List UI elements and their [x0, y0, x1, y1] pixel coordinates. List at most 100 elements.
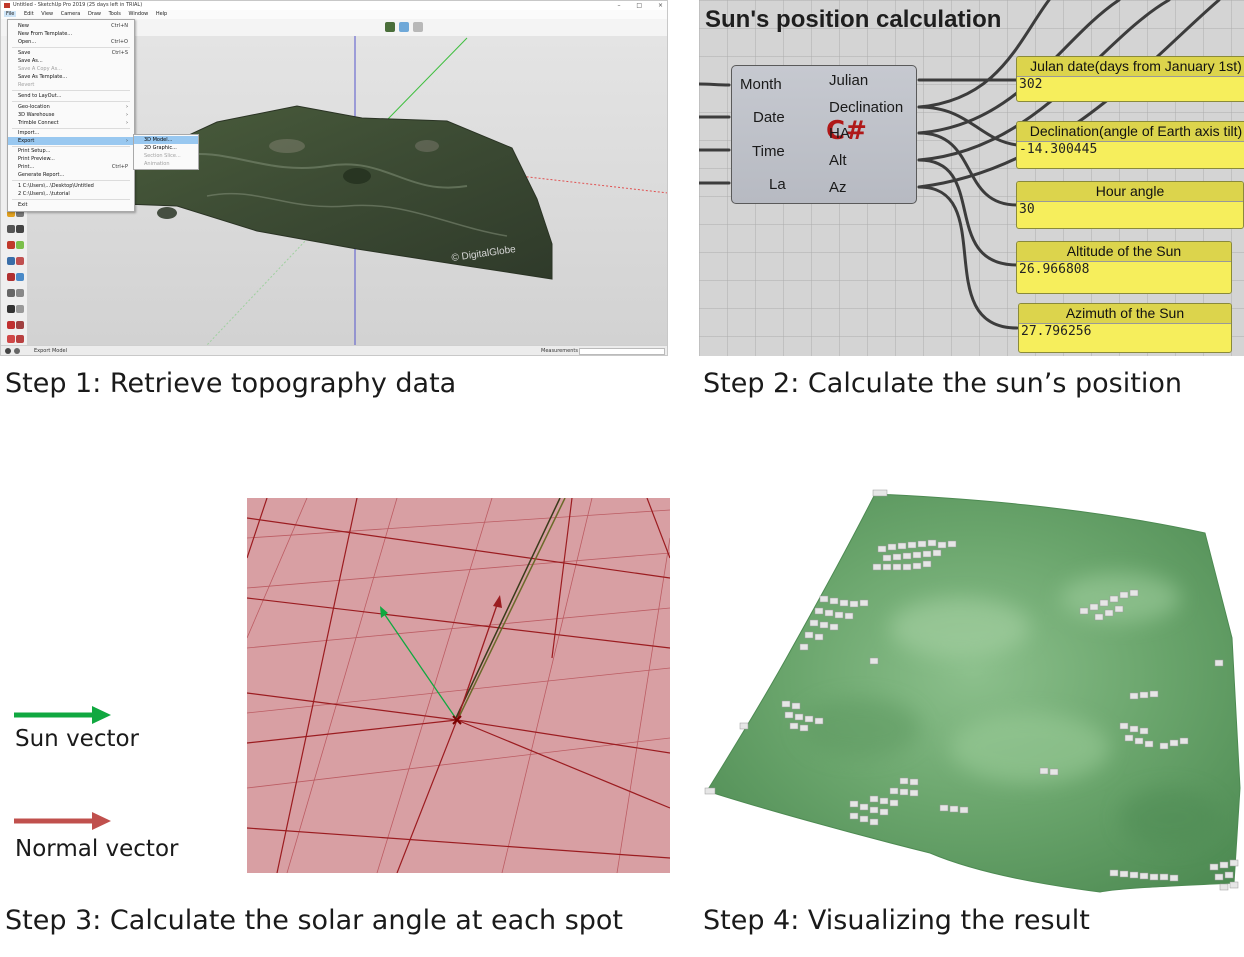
menu-item-recent-1[interactable]: 1 C:\Users\...\Desktop\Untitled	[18, 183, 94, 189]
smoove-icon[interactable]	[16, 335, 24, 343]
minimize-button[interactable]: –	[617, 2, 621, 9]
extension-icon[interactable]	[413, 22, 423, 32]
csharp-icon: C#	[826, 116, 867, 146]
menu-camera[interactable]: Camera	[60, 11, 81, 17]
menu-item-export[interactable]: Export›	[8, 137, 134, 145]
panel-hour-angle[interactable]: Hour angle 30	[1016, 181, 1244, 229]
panel-azimuth[interactable]: Azimuth of the Sun 27.796256	[1018, 303, 1232, 353]
position-camera-icon[interactable]	[16, 273, 24, 281]
menu-item-recent-2[interactable]: 2 C:\Users\...\tutorial	[18, 191, 70, 197]
menu-help[interactable]: Help	[155, 11, 168, 17]
stamp-icon[interactable]	[7, 335, 15, 343]
close-button[interactable]: ×	[657, 2, 663, 9]
drape-icon[interactable]	[16, 321, 24, 329]
input-wire	[699, 82, 731, 87]
menu-item-3d-warehouse[interactable]: 3D Warehouse›	[18, 112, 128, 118]
result-visualization	[700, 488, 1244, 900]
status-help-icon[interactable]	[14, 348, 20, 354]
output-ha[interactable]: HA	[829, 125, 850, 142]
legend-arrowhead	[92, 706, 111, 724]
building	[1129, 692, 1139, 700]
building	[889, 799, 899, 807]
menu-item-trimble-connect[interactable]: Trimble Connect›	[18, 120, 128, 126]
menu-item-save-as-template[interactable]: Save As Template...	[18, 74, 68, 80]
panel-value: 26.966808	[1019, 262, 1090, 277]
input-time[interactable]: Time	[752, 143, 785, 160]
grid-line	[286, 498, 398, 873]
orbit-icon[interactable]	[7, 241, 15, 249]
menu-item-open[interactable]: Open...Ctrl+O	[18, 39, 128, 45]
menu-window[interactable]: Window	[128, 11, 149, 17]
normal-vector-legend-arrow	[14, 812, 111, 830]
menu-item-new-from-template[interactable]: New From Template...	[18, 31, 73, 37]
pencil-icon[interactable]	[7, 209, 15, 217]
building	[859, 815, 869, 823]
menu-edit[interactable]: Edit	[23, 11, 34, 17]
menu-item-print-preview[interactable]: Print Preview...	[18, 156, 55, 162]
zoom-extents-icon[interactable]	[7, 273, 15, 281]
zoom-window-icon[interactable]	[16, 257, 24, 265]
building	[804, 715, 814, 723]
panel-declination[interactable]: Declination(angle of Earth axis tilt) -1…	[1016, 121, 1244, 169]
look-around-icon[interactable]	[16, 289, 24, 297]
status-info-icon[interactable]	[5, 348, 11, 354]
building	[1129, 725, 1139, 733]
mesh-line	[646, 498, 670, 559]
3d-warehouse-icon[interactable]	[399, 22, 409, 32]
menu-item-generate-report[interactable]: Generate Report...	[18, 172, 65, 178]
status-bar: Export Model Measurements	[1, 345, 667, 355]
building	[819, 595, 829, 603]
walk-icon[interactable]	[7, 289, 15, 297]
az-wire	[917, 185, 1019, 330]
panel-julian-date[interactable]: Julan date(days from January 1st) 302	[1016, 56, 1244, 102]
output-alt[interactable]: Alt	[829, 152, 847, 169]
submenu-item-2d-graphic[interactable]: 2D Graphic...	[144, 145, 177, 151]
output-declination[interactable]: Declination	[829, 99, 904, 116]
move-icon[interactable]	[7, 225, 15, 233]
maximize-button[interactable]: □	[636, 2, 643, 9]
menu-item-save-as[interactable]: Save As...	[18, 58, 43, 64]
menu-view[interactable]: View	[41, 11, 54, 17]
menu-draw[interactable]: Draw	[87, 11, 101, 17]
measurements-input[interactable]	[579, 348, 665, 355]
menu-item-send-to-layout[interactable]: Send to LayOut...	[18, 93, 62, 99]
grid-line	[247, 667, 670, 714]
alt-wire	[917, 158, 1019, 267]
menu-item-print[interactable]: Print...Ctrl+P	[18, 164, 128, 170]
building	[1149, 690, 1159, 698]
menu-file[interactable]: File	[4, 11, 17, 17]
menu-item-print-setup[interactable]: Print Setup...	[18, 148, 51, 154]
input-date[interactable]: Date	[753, 109, 785, 126]
building	[794, 713, 804, 721]
input-la[interactable]: La	[769, 176, 786, 193]
building	[899, 777, 909, 785]
menu-item-geo-location[interactable]: Geo-location›	[18, 104, 128, 110]
menu-tools[interactable]: Tools	[108, 11, 121, 17]
sandbox-icon[interactable]	[7, 321, 15, 329]
building	[1099, 599, 1109, 607]
csharp-component[interactable]: Month Date Time La C# Julian Declination…	[731, 65, 917, 204]
menu-item-exit[interactable]: Exit	[18, 202, 28, 208]
building	[1209, 863, 1219, 871]
building	[1104, 609, 1114, 617]
building	[1039, 767, 1049, 775]
building	[882, 554, 892, 562]
panel-altitude[interactable]: Altitude of the Sun 26.966808	[1016, 241, 1232, 294]
footprints-icon[interactable]	[7, 305, 15, 313]
output-julian[interactable]: Julian	[829, 72, 869, 89]
input-month[interactable]: Month	[740, 76, 782, 93]
grid-line	[616, 537, 670, 873]
mesh-line	[247, 719, 458, 744]
paint-bucket-icon[interactable]	[16, 225, 24, 233]
output-az[interactable]: Az	[829, 179, 847, 196]
grid-tool-icon[interactable]	[16, 209, 24, 217]
submenu-item-3d-model[interactable]: 3D Model...	[134, 136, 198, 144]
section-plane-icon[interactable]	[16, 305, 24, 313]
zoom-icon[interactable]	[7, 257, 15, 265]
pan-icon[interactable]	[16, 241, 24, 249]
menu-item-import[interactable]: Import...	[18, 130, 40, 136]
styles-icon[interactable]	[385, 22, 395, 32]
caption-step-4: Step 4: Visualizing the result	[703, 905, 1090, 936]
